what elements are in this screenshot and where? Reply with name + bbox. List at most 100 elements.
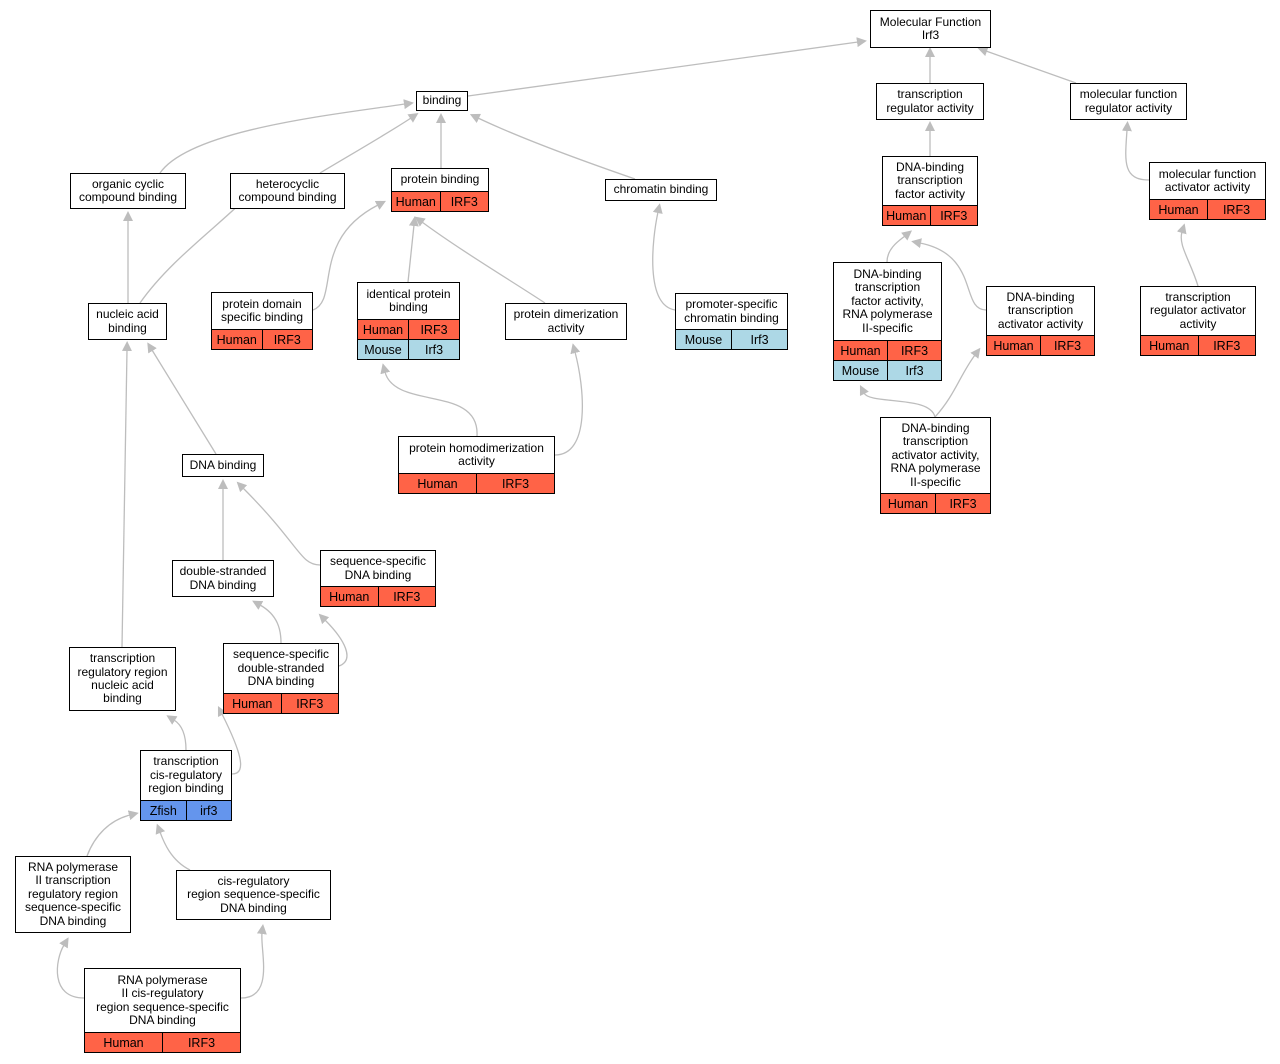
node-label-line: regulatory region <box>77 664 168 679</box>
edge-tcrrb-to-trrnab <box>166 715 187 751</box>
node-label-line: activator activity <box>997 316 1084 331</box>
node-label-line: double-stranded <box>237 660 325 675</box>
node-label-line: DNA-binding <box>895 159 965 174</box>
gene-cell: IRF3 <box>1197 336 1255 355</box>
node-label-line: binding <box>108 320 147 335</box>
gene-cell: IRF3 <box>1040 336 1094 355</box>
edge-rnap2crr-to-crrssdb <box>240 924 267 999</box>
edge-dbtfa_rnap2-to-dbtfa <box>886 230 913 263</box>
node-label-line: promoter-specific <box>685 297 778 312</box>
node-label-line: activator activity, <box>891 447 980 462</box>
species-cell: Human <box>1150 200 1207 219</box>
node-label-line: DNA-binding <box>853 266 922 281</box>
node-label-line: Irf3 <box>921 28 940 42</box>
edge-dbtaa_rnap2-to-dbtaa <box>934 347 981 418</box>
edge-pdsb-to-pb <box>312 200 386 311</box>
edge-trrnab-to-nab <box>121 341 132 648</box>
node-label-line: nucleic acid <box>96 307 159 322</box>
node-label-line: regulator activity <box>886 100 974 115</box>
node-label-line: DNA binding <box>39 913 107 928</box>
node-label-line: chromatin binding <box>613 182 709 197</box>
node-label-line: chromatin binding <box>684 310 779 325</box>
node-label: protein binding <box>392 169 488 191</box>
node-label-line: specific binding <box>220 310 304 324</box>
node-label-line: activity <box>458 454 495 468</box>
node-label-line: RNA polymerase <box>117 972 208 987</box>
node-label-line: protein homodimerization <box>409 440 544 455</box>
node-label-line: heterocyclic <box>255 176 320 191</box>
node-label: binding <box>417 92 467 110</box>
gene-cell: IRF3 <box>887 341 941 360</box>
node-label-line: organic cyclic <box>91 176 165 191</box>
node-label-line: protein dimerization <box>513 307 619 322</box>
edge-ssdsdb-to-ssdb <box>318 613 348 667</box>
node-binding[interactable]: binding <box>416 91 468 111</box>
edge-cb-to-binding <box>469 113 636 180</box>
edge-mfaa-to-mfra <box>1121 121 1150 181</box>
node-label-line: sequence-specific <box>232 647 330 662</box>
gene-cell: IRF3 <box>162 1033 240 1052</box>
node-label-line: II cis-regulatory <box>121 986 204 1001</box>
species-cell: Mouse <box>676 330 731 349</box>
gene-cell: IRF3 <box>377 587 435 606</box>
node-label-line: transcription <box>1165 289 1231 304</box>
gene-cell: Irf3 <box>887 361 941 380</box>
node-label-line: region sequence-specific <box>96 999 229 1014</box>
node-dnab[interactable]: DNA binding <box>182 454 264 477</box>
node-label-line: binding <box>389 300 428 314</box>
node-label-line: DNA-binding <box>901 420 970 435</box>
node-label-line: II transcription <box>35 873 111 888</box>
node-label-line: binding <box>103 691 142 706</box>
node-label-line: RNA polymerase <box>890 461 981 476</box>
node-label-line: sequence-specific <box>329 554 427 569</box>
node-label-line: RNA polymerase <box>842 307 933 322</box>
species-cell: Human <box>1141 336 1198 355</box>
edge-ssdsdb-to-dsdb <box>252 600 282 644</box>
edge-occb-to-binding <box>159 99 414 174</box>
node-cb[interactable]: chromatin binding <box>605 179 717 201</box>
node-label-line: regulator activator <box>1149 303 1247 318</box>
node-label-line: binding <box>422 93 462 108</box>
node-label-line: sequence-specific <box>24 900 122 915</box>
